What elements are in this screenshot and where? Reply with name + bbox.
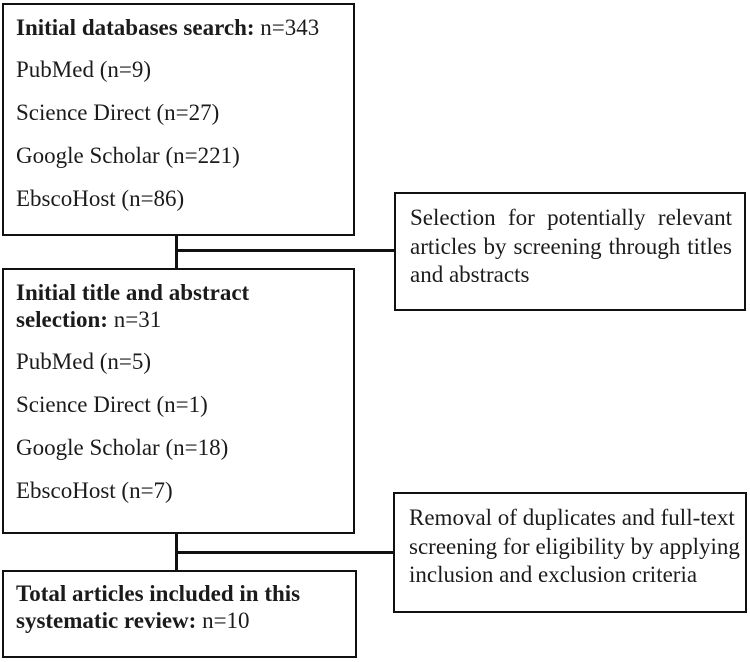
note-line: articles by screening through titles [410,233,732,259]
box-initial-databases-search: Initial databases search: n=343 PubMed (… [2,3,355,236]
box-heading-line2: selection: n=31 [16,306,341,333]
heading-bold-text: Initial databases search: [16,15,255,40]
database-item-pubmed: PubMed (n=5) [16,349,151,374]
database-item-google-scholar: Google Scholar (n=221) [16,143,240,168]
database-item-ebscohost: EbscoHost (n=86) [16,186,185,211]
box-heading-line1: Initial title and abstract [16,280,250,305]
connector-line-vertical-1 [175,236,178,268]
database-item-science-direct: Science Direct (n=1) [16,392,208,417]
heading-count: n=31 [113,307,162,332]
note-line: and abstracts [410,262,530,287]
database-item-science-direct: Science Direct (n=27) [16,100,220,125]
box-screening-note: Selection for potentially relevant artic… [394,192,746,311]
connector-line-horizontal-2 [176,551,393,554]
box-heading: Initial databases search: n=343 [16,14,341,41]
connector-line-horizontal-1 [176,249,394,252]
box-heading-line1: Total articles included in this [16,581,301,606]
heading-bold-text: selection: [16,307,108,332]
box-eligibility-note: Removal of duplicates and full-text scre… [393,492,747,613]
note-line: inclusion and exclusion criteria [409,562,698,587]
heading-bold-text: systematic review: [16,608,197,633]
note-line: Selection for potentially relevant [410,205,732,230]
heading-count: n=10 [202,608,250,633]
box-title-abstract-selection: Initial title and abstract selection: n=… [2,268,355,534]
note-line: screening for eligibility by applying [409,533,740,559]
note-line: Removal of duplicates and full-text [409,505,735,530]
database-item-pubmed: PubMed (n=9) [16,57,151,82]
heading-count: n=343 [260,15,320,40]
database-item-ebscohost: EbscoHost (n=7) [16,478,173,503]
box-total-included: Total articles included in this systemat… [2,570,357,658]
database-item-google-scholar: Google Scholar (n=18) [16,435,229,460]
box-heading-line2: systematic review: n=10 [16,607,343,634]
